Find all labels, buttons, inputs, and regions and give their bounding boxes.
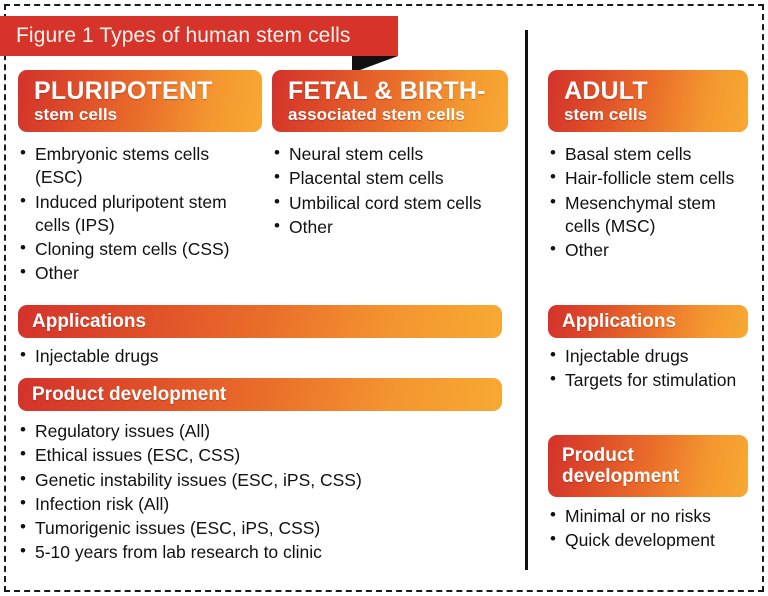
section-bar-applications-right: Applications bbox=[548, 305, 748, 338]
list-item: Basal stem cells bbox=[548, 142, 748, 166]
section-heading: Applications bbox=[562, 310, 677, 332]
figure-title-ribbon: Figure 1 Types of human stem cells bbox=[0, 16, 398, 56]
column-header-secondary: associated stem cells bbox=[288, 105, 465, 125]
list-item: 5-10 years from lab research to clinic bbox=[18, 540, 502, 564]
list-item: Injectable drugs bbox=[548, 344, 748, 368]
column-header-secondary: stem cells bbox=[564, 105, 648, 125]
list-item: Mesenchymal stem cells (MSC) bbox=[548, 191, 748, 239]
column-header-fetal-birth: FETAL & BIRTH- associated stem cells bbox=[272, 70, 508, 132]
list-item: Minimal or no risks bbox=[548, 504, 748, 528]
list-item: Targets for stimulation bbox=[548, 368, 748, 392]
list-item: Genetic instability issues (ESC, iPS, CS… bbox=[18, 468, 502, 492]
section-bar-product-development-left: Product development bbox=[18, 378, 502, 411]
column-header-primary: ADULT bbox=[564, 77, 648, 106]
list-item: Ethical issues (ESC, CSS) bbox=[18, 443, 502, 467]
list-item: Induced pluripotent stem cells (IPS) bbox=[18, 190, 258, 238]
list-item: Regulatory issues (All) bbox=[18, 419, 502, 443]
list-item: Other bbox=[18, 261, 258, 285]
list-item: Umbilical cord stem cells bbox=[272, 191, 508, 215]
section-heading-line2: development bbox=[562, 466, 680, 487]
list-applications-right: Injectable drugs Targets for stimulation bbox=[548, 344, 748, 394]
list-item: Neural stem cells bbox=[272, 142, 508, 166]
column-header-primary: FETAL & BIRTH- bbox=[288, 77, 486, 106]
list-adult-types: Basal stem cells Hair-follicle stem cell… bbox=[548, 142, 748, 263]
section-bar-product-development-right: Product development bbox=[548, 435, 748, 497]
list-item: Hair-follicle stem cells bbox=[548, 166, 748, 190]
list-fetal-birth-types: Neural stem cells Placental stem cells U… bbox=[272, 142, 508, 240]
section-heading: Product development bbox=[32, 383, 227, 405]
list-pluripotent-types: Embryonic stems cells (ESC) Induced plur… bbox=[18, 142, 258, 287]
list-applications-left: Injectable drugs bbox=[18, 344, 502, 369]
list-item: Placental stem cells bbox=[272, 166, 508, 190]
list-item: Infection risk (All) bbox=[18, 492, 502, 516]
column-header-adult: ADULT stem cells bbox=[548, 70, 748, 132]
list-item: Embryonic stems cells (ESC) bbox=[18, 142, 258, 190]
list-item: Quick development bbox=[548, 528, 748, 552]
list-product-development-right: Minimal or no risks Quick development bbox=[548, 504, 748, 554]
column-header-primary: PLURIPOTENT bbox=[34, 77, 213, 106]
list-item: Other bbox=[548, 238, 748, 262]
list-item: Cloning stem cells (CSS) bbox=[18, 237, 258, 261]
section-divider bbox=[525, 30, 528, 570]
column-header-secondary: stem cells bbox=[34, 105, 118, 125]
figure-title: Figure 1 Types of human stem cells bbox=[16, 24, 351, 47]
list-item: Tumorigenic issues (ESC, iPS, CSS) bbox=[18, 516, 502, 540]
section-heading-line1: Product bbox=[562, 444, 634, 466]
section-heading: Applications bbox=[32, 310, 147, 332]
list-product-development-left: Regulatory issues (All) Ethical issues (… bbox=[18, 419, 502, 566]
list-item: Other bbox=[272, 215, 508, 239]
list-item: Injectable drugs bbox=[18, 344, 502, 368]
ribbon-fold-shadow bbox=[352, 56, 398, 73]
column-header-pluripotent: PLURIPOTENT stem cells bbox=[18, 70, 262, 132]
section-bar-applications-left: Applications bbox=[18, 305, 502, 338]
